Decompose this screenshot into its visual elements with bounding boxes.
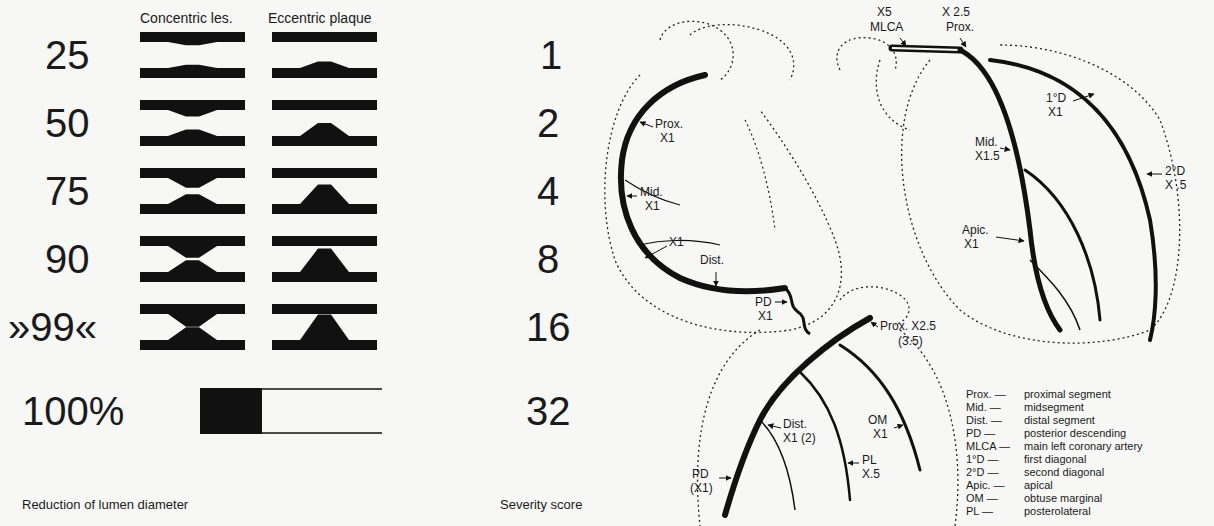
segment-name: OM: [868, 414, 887, 428]
legend-abbreviation: MLCA —: [966, 440, 1010, 453]
eccentric-plaque: [272, 168, 377, 214]
vessel-lumen: [140, 314, 245, 340]
legend-abbreviation: PL —: [966, 505, 993, 518]
segment-name: Prox.: [946, 21, 974, 35]
severity-score: 8: [537, 239, 559, 279]
legend-abbreviation: Prox. —: [966, 388, 1006, 401]
vessel-lumen: [140, 246, 245, 272]
stenosis-symbols: [140, 32, 377, 350]
segment-weight: (X1): [690, 482, 713, 496]
legend-abbreviation: Apic. —: [966, 479, 1005, 492]
column-header: Concentric les.: [140, 10, 233, 26]
eccentric-plaque: [272, 236, 377, 282]
legend-definition: posterior descending: [1024, 427, 1126, 440]
segment-weight: X1.5: [975, 150, 1000, 164]
stenosis-percent: 75: [45, 171, 90, 211]
segment-name: Prox. X2.5: [880, 320, 936, 334]
segment-name: 2°D: [1165, 165, 1185, 179]
concentric-lesion: [140, 32, 245, 78]
legend-abbreviation: PD —: [966, 427, 995, 440]
legend-definition: obtuse marginal: [1024, 492, 1102, 505]
stenosis-percent: 90: [45, 239, 90, 279]
legend-definition: posterolateral: [1024, 505, 1091, 518]
eccentric-plaque: [272, 32, 377, 78]
segment-name: Mid.: [975, 136, 998, 150]
stenosis-percent: 50: [45, 103, 90, 143]
segment-name: Dist.: [783, 418, 807, 432]
eccentric-plaque: [272, 100, 377, 146]
concentric-lesion: [140, 168, 245, 214]
legend-definition: proximal segment: [1024, 388, 1111, 401]
legend-definition: midsegment: [1024, 401, 1084, 414]
legend-definition: main left coronary artery: [1024, 440, 1143, 453]
severity-score: 32: [526, 391, 571, 431]
legend-abbreviation: OM —: [966, 492, 998, 505]
lad-heart: [837, 38, 1180, 344]
legend-abbreviation: Mid. —: [966, 401, 1001, 414]
legend-abbreviation: Dist. —: [966, 414, 1002, 427]
vessel-lumen: [140, 42, 245, 68]
segment-name: Apic.: [962, 224, 989, 238]
segment-name: 1°D: [1046, 92, 1066, 106]
segment-weight: X1: [758, 310, 773, 324]
legend-abbreviation: 1°D —: [966, 453, 999, 466]
vessel-lumen: [272, 42, 377, 68]
segment-weight: X1: [1048, 106, 1063, 120]
axis-caption: Reduction of lumen diameter: [22, 498, 188, 513]
segment-weight: X1: [669, 236, 684, 250]
stenosis-percent: 100%: [22, 391, 124, 431]
segment-weight: X1: [645, 200, 660, 214]
concentric-lesion: [140, 100, 245, 146]
segment-weight: X1: [964, 238, 979, 252]
vessel-lumen: [140, 178, 245, 204]
severity-score: 2: [537, 103, 559, 143]
segment-name: PD: [755, 296, 772, 310]
segment-name: PD: [692, 468, 709, 482]
lcx-heart: [698, 287, 958, 526]
occlusion-symbol: [200, 388, 382, 434]
segment-weight: X1 (2): [783, 432, 816, 446]
segment-weight: X 2.5: [942, 6, 970, 20]
severity-score: 1: [540, 35, 562, 75]
segment-weight: X.5: [862, 468, 880, 482]
vessel-lumen: [140, 110, 245, 136]
concentric-lesion: [140, 236, 245, 282]
segment-name: MLCA: [870, 21, 903, 35]
legend-definition: distal segment: [1024, 414, 1095, 427]
vessel-lumen: [272, 110, 377, 136]
severity-score: 16: [526, 307, 571, 347]
segment-name: PL: [862, 454, 877, 468]
axis-caption: Severity score: [500, 498, 582, 513]
segment-weight: X1: [660, 132, 675, 146]
legend-definition: apical: [1024, 479, 1053, 492]
segment-weight: X1: [873, 428, 888, 442]
segment-name: Mid.: [640, 186, 663, 200]
segment-name: Dist.: [700, 254, 724, 268]
column-header: Eccentric plaque: [268, 10, 372, 26]
vessel-lumen: [272, 246, 377, 272]
segment-name: Prox.: [655, 118, 683, 132]
segment-weight: (3.5): [898, 335, 923, 349]
segment-weight: X .5: [1165, 179, 1186, 193]
legend-abbreviation: 2°D —: [966, 466, 999, 479]
severity-score: 4: [537, 171, 559, 211]
stenosis-percent: 25: [45, 35, 90, 75]
vessel-lumen: [272, 314, 377, 340]
stenosis-percent: »99«: [8, 307, 97, 347]
eccentric-plaque: [272, 304, 377, 350]
legend-definition: first diagonal: [1024, 453, 1086, 466]
segment-weight: X5: [877, 6, 892, 20]
concentric-lesion: [140, 304, 245, 350]
rca-heart: [605, 21, 842, 334]
vessel-lumen: [272, 178, 377, 204]
legend-definition: second diagonal: [1024, 466, 1104, 479]
